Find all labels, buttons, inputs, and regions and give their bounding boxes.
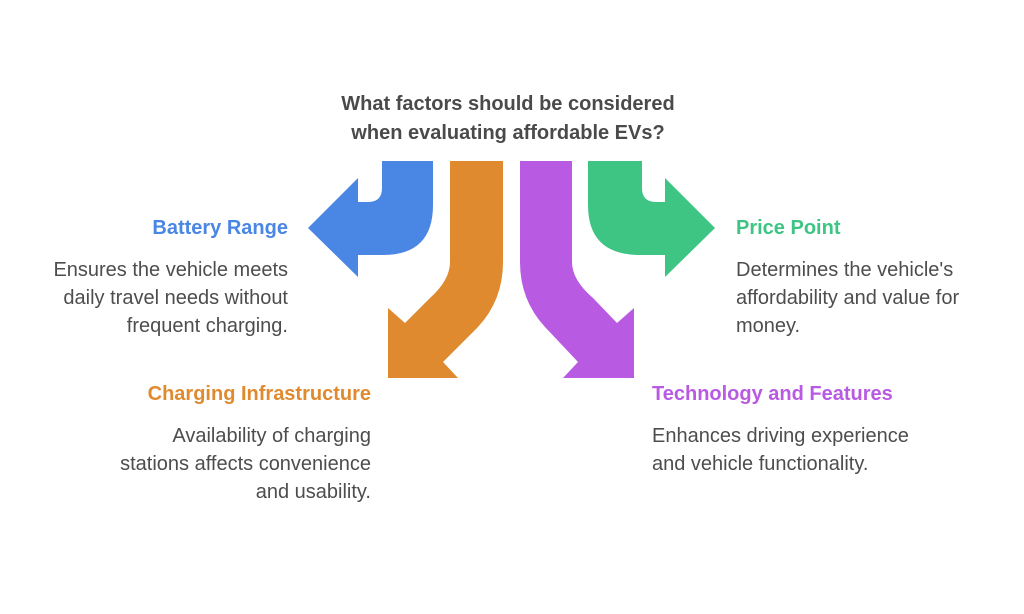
factor-price-point: Price Point Determines the vehicle's aff…	[736, 215, 959, 340]
desc-line: stations affects convenience	[120, 453, 371, 475]
arrow-curve-left-icon	[308, 161, 433, 277]
factor-description: Availability of charging stations affect…	[120, 422, 371, 506]
factor-technology-features: Technology and Features Enhances driving…	[652, 381, 909, 478]
desc-line: and vehicle functionality.	[652, 453, 869, 475]
desc-line: money.	[736, 315, 801, 337]
desc-line: Ensures the vehicle meets	[53, 259, 288, 281]
factor-description: Enhances driving experience and vehicle …	[652, 422, 909, 478]
factor-description: Determines the vehicle's affordability a…	[736, 256, 959, 340]
desc-line: Availability of charging	[172, 425, 371, 447]
arrow-curve-right-icon	[588, 161, 715, 277]
factor-description: Ensures the vehicle meets daily travel n…	[53, 256, 288, 340]
arrow-down-right-icon	[520, 161, 634, 378]
diagram-title: What factors should be considered when e…	[262, 90, 754, 148]
desc-line: Enhances driving experience	[652, 425, 909, 447]
factor-title: Technology and Features	[652, 383, 893, 405]
desc-line: frequent charging.	[126, 315, 288, 337]
factor-battery-range: Battery Range Ensures the vehicle meets …	[53, 215, 288, 340]
desc-line: daily travel needs without	[63, 287, 288, 309]
arrow-down-left-icon	[388, 161, 503, 378]
diagram-title-line-2: when evaluating affordable EVs?	[351, 122, 665, 144]
desc-line: and usability.	[255, 481, 371, 503]
desc-line: affordability and value for	[736, 287, 960, 309]
factor-title: Battery Range	[152, 217, 288, 239]
factor-title: Charging Infrastructure	[147, 383, 371, 405]
factor-charging-infrastructure: Charging Infrastructure Availability of …	[120, 381, 371, 506]
desc-line: Determines the vehicle's	[736, 259, 954, 281]
diagram-title-line-1: What factors should be considered	[341, 93, 675, 115]
factor-title: Price Point	[736, 217, 841, 239]
